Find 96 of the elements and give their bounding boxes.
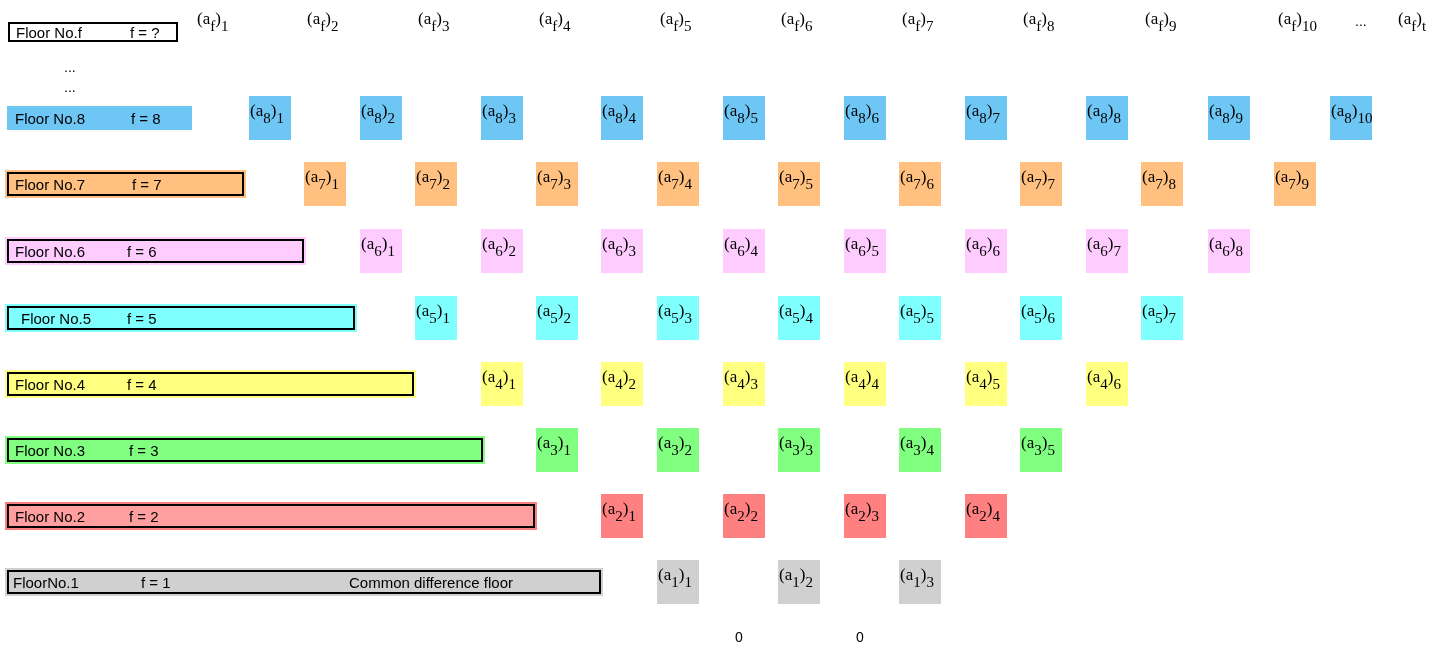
term-cell: (a$_{4}$)$_{4}$ xyxy=(844,362,886,406)
term-label: (a$_{f}$)$_{7}$ xyxy=(902,10,934,34)
term-cell: (a$_{2}$)$_{2}$ xyxy=(723,494,765,538)
term-cell: (a$_{7}$)$_{8}$ xyxy=(1141,162,1183,206)
floor-bar xyxy=(7,438,483,462)
floor-bar xyxy=(7,239,304,263)
floor-note: Common difference floor xyxy=(349,574,513,590)
floor-bar xyxy=(7,172,244,196)
ellipsis: ... xyxy=(64,80,76,94)
term-cell: (a$_{1}$)$_{3}$ xyxy=(899,560,941,604)
floor-bar xyxy=(7,504,535,528)
term-cell: (a$_{5}$)$_{4}$ xyxy=(778,296,820,340)
term-cell: (a$_{8}$)$_{6}$ xyxy=(844,96,886,140)
term-cell: (a$_{1}$)$_{2}$ xyxy=(778,560,820,604)
term-cell: (a$_{6}$)$_{7}$ xyxy=(1086,229,1128,273)
term-cell: (a$_{1}$)$_{1}$ xyxy=(657,560,699,604)
term-cell: (a$_{7}$)$_{7}$ xyxy=(1020,162,1062,206)
term-cell: (a$_{4}$)$_{3}$ xyxy=(723,362,765,406)
term-cell: (a$_{8}$)$_{2}$ xyxy=(360,96,402,140)
floor-bar xyxy=(7,106,192,130)
term-cell: (a$_{7}$)$_{9}$ xyxy=(1274,162,1316,206)
term-label: (a$_{f}$)$_{t}$ xyxy=(1398,10,1427,34)
term-cell: (a$_{3}$)$_{4}$ xyxy=(899,428,941,472)
value-label: 0 xyxy=(735,630,743,644)
term-cell: (a$_{5}$)$_{3}$ xyxy=(657,296,699,340)
floor-bar xyxy=(8,22,178,42)
floor-name: Floor No.f xyxy=(16,24,82,40)
term-cell: (a$_{7}$)$_{4}$ xyxy=(657,162,699,206)
term-cell: (a$_{7}$)$_{1}$ xyxy=(304,162,346,206)
term-cell: (a$_{6}$)$_{8}$ xyxy=(1208,229,1250,273)
floor-name: Floor No.3 xyxy=(15,442,86,458)
term-label: (a$_{f}$)$_{4}$ xyxy=(539,10,571,34)
floor-name: Floor No.6 xyxy=(15,243,86,259)
floor-bar xyxy=(7,570,601,594)
term-cell: (a$_{8}$)$_{1}$ xyxy=(249,96,291,140)
term-cell: (a$_{3}$)$_{2}$ xyxy=(657,428,699,472)
floor-name: Floor No.7 xyxy=(15,176,86,192)
term-cell: (a$_{8}$)$_{3}$ xyxy=(481,96,523,140)
term-cell: (a$_{2}$)$_{4}$ xyxy=(965,494,1007,538)
floor-value: f = 2 xyxy=(129,508,159,524)
term-cell: (a$_{6}$)$_{6}$ xyxy=(965,229,1007,273)
floor-bar xyxy=(7,372,414,396)
term-cell: (a$_{4}$)$_{6}$ xyxy=(1086,362,1128,406)
floor-value: f = 7 xyxy=(132,176,162,192)
term-cell: (a$_{4}$)$_{5}$ xyxy=(965,362,1007,406)
term-cell: (a$_{7}$)$_{2}$ xyxy=(415,162,457,206)
value-label: 0 xyxy=(856,630,864,644)
floor-value: f = 5 xyxy=(127,310,157,326)
term-label: (a$_{f}$)$_{9}$ xyxy=(1145,10,1177,34)
floor-value: f = 4 xyxy=(127,376,157,392)
term-cell: (a$_{4}$)$_{1}$ xyxy=(481,362,523,406)
term-label: (a$_{f}$)$_{1}$ xyxy=(197,10,229,34)
term-cell: (a$_{2}$)$_{1}$ xyxy=(601,494,643,538)
term-label: (a$_{f}$)$_{8}$ xyxy=(1023,10,1055,34)
floor-value: f = 8 xyxy=(131,110,161,126)
term-cell: (a$_{6}$)$_{1}$ xyxy=(360,229,402,273)
term-cell: (a$_{8}$)$_{4}$ xyxy=(601,96,643,140)
term-label: (a$_{f}$)$_{5}$ xyxy=(660,10,692,34)
term-cell: (a$_{8}$)$_{10}$ xyxy=(1330,96,1372,140)
floor-bar xyxy=(7,306,355,330)
term-cell: (a$_{5}$)$_{1}$ xyxy=(415,296,457,340)
floor-value: f = 3 xyxy=(129,442,159,458)
term-cell: (a$_{8}$)$_{5}$ xyxy=(723,96,765,140)
ellipsis: ... xyxy=(1355,14,1367,28)
term-cell: (a$_{8}$)$_{8}$ xyxy=(1086,96,1128,140)
term-cell: (a$_{8}$)$_{9}$ xyxy=(1208,96,1250,140)
term-cell: (a$_{8}$)$_{7}$ xyxy=(965,96,1007,140)
term-label: (a$_{f}$)$_{10}$ xyxy=(1278,10,1317,34)
term-cell: (a$_{3}$)$_{3}$ xyxy=(778,428,820,472)
term-cell: (a$_{5}$)$_{2}$ xyxy=(536,296,578,340)
term-cell: (a$_{7}$)$_{6}$ xyxy=(899,162,941,206)
term-label: (a$_{f}$)$_{6}$ xyxy=(781,10,813,34)
term-cell: (a$_{5}$)$_{7}$ xyxy=(1141,296,1183,340)
term-cell: (a$_{3}$)$_{5}$ xyxy=(1020,428,1062,472)
floor-value: f = 6 xyxy=(127,243,157,259)
floor-name: FloorNo.1 xyxy=(13,574,79,590)
term-cell: (a$_{7}$)$_{5}$ xyxy=(778,162,820,206)
term-cell: (a$_{4}$)$_{2}$ xyxy=(601,362,643,406)
term-cell: (a$_{6}$)$_{2}$ xyxy=(481,229,523,273)
floor-value: f = ? xyxy=(130,24,160,40)
term-label: (a$_{f}$)$_{2}$ xyxy=(307,10,339,34)
floor-name: Floor No.8 xyxy=(15,110,86,126)
floor-value: f = 1 xyxy=(141,574,171,590)
floor-name: Floor No.4 xyxy=(15,376,86,392)
term-cell: (a$_{5}$)$_{6}$ xyxy=(1020,296,1062,340)
term-cell: (a$_{6}$)$_{4}$ xyxy=(723,229,765,273)
term-cell: (a$_{7}$)$_{3}$ xyxy=(536,162,578,206)
floor-name: Floor No.2 xyxy=(15,508,86,524)
term-cell: (a$_{3}$)$_{1}$ xyxy=(536,428,578,472)
term-cell: (a$_{5}$)$_{5}$ xyxy=(899,296,941,340)
term-cell: (a$_{6}$)$_{3}$ xyxy=(601,229,643,273)
ellipsis: ... xyxy=(64,60,76,74)
term-cell: (a$_{2}$)$_{3}$ xyxy=(844,494,886,538)
term-cell: (a$_{6}$)$_{5}$ xyxy=(844,229,886,273)
term-label: (a$_{f}$)$_{3}$ xyxy=(418,10,450,34)
floor-name: Floor No.5 xyxy=(21,310,92,326)
